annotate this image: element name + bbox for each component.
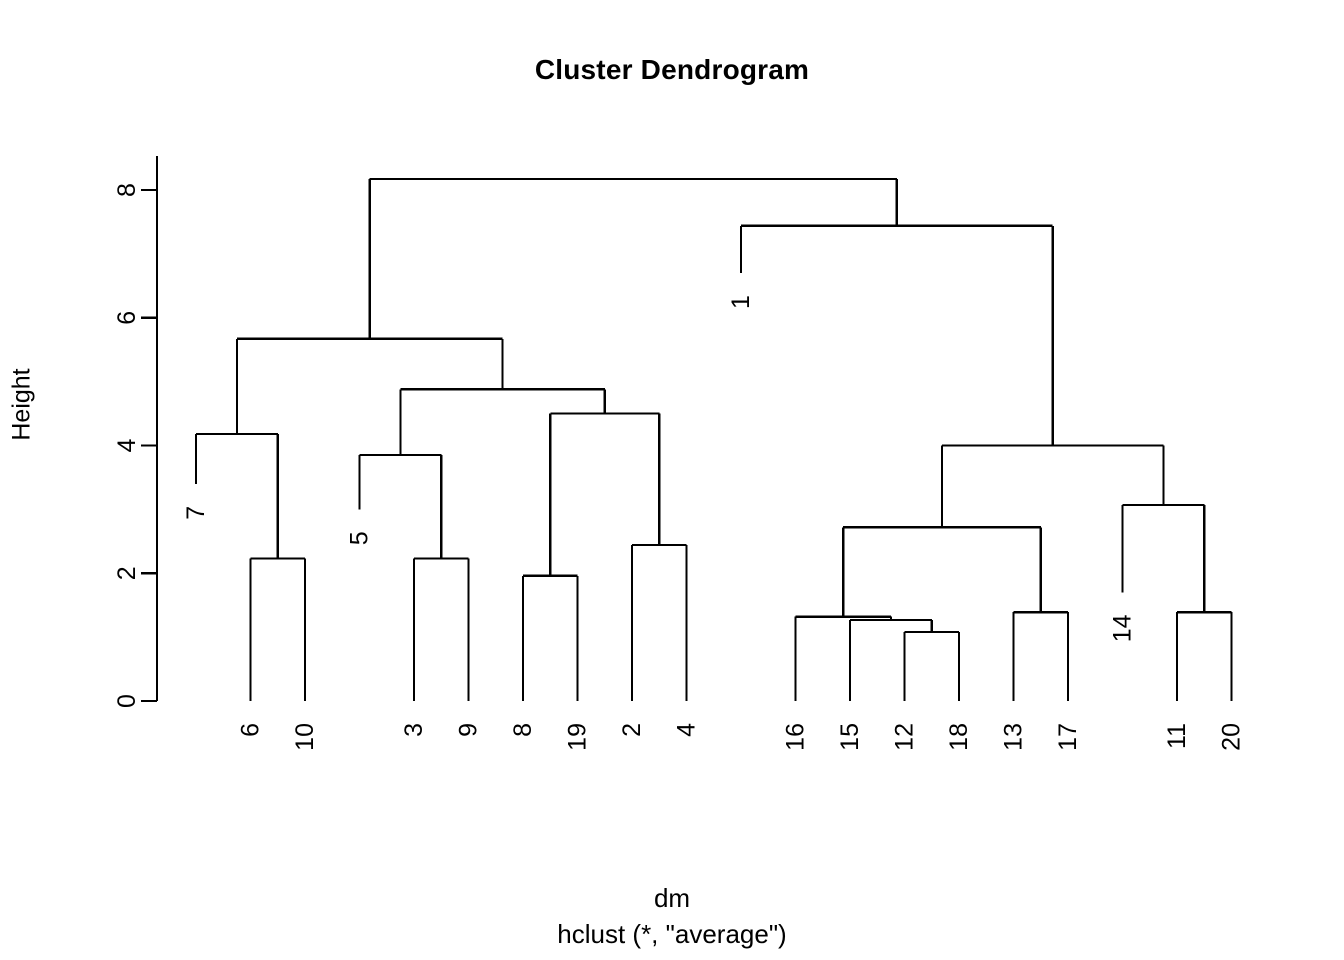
- leaf-label-7: 7: [182, 506, 210, 520]
- y-axis-tick-label: 8: [113, 183, 141, 197]
- y-axis-tick-label: 4: [113, 438, 141, 452]
- x-caption-line-1: dm: [653, 883, 691, 913]
- leaf-label-14: 14: [1109, 614, 1137, 642]
- y-axis: 0 2 4 6 8: [113, 156, 159, 708]
- leaf-label-20: 20: [1218, 723, 1246, 751]
- y-axis-tick-label: 2: [113, 566, 141, 580]
- leaf-label-2: 2: [618, 723, 646, 737]
- leaf-labels: 7 6 10 5 3 9 8 19 2 4 1 16 15 12 18 13 17 14 11 20: [182, 295, 1246, 751]
- leaf-label-11: 11: [1163, 723, 1191, 749]
- leaf-label-9: 9: [455, 723, 483, 737]
- y-axis-tick-label: 6: [113, 311, 141, 325]
- leaf-label-10: 10: [291, 723, 319, 751]
- x-caption-line-2: hclust (*, "average"): [557, 919, 787, 949]
- x-axis-caption: dm hclust (*, "average"): [0, 880, 1344, 952]
- leaf-label-6: 6: [237, 723, 265, 737]
- leaf-label-16: 16: [782, 723, 810, 751]
- dendrogram-tree: [194, 178, 1233, 701]
- leaf-label-17: 17: [1054, 723, 1082, 751]
- leaf-label-18: 18: [945, 723, 973, 751]
- leaf-label-19: 19: [564, 723, 592, 751]
- leaf-label-13: 13: [1000, 723, 1028, 751]
- leaf-label-8: 8: [509, 723, 537, 737]
- leaf-label-3: 3: [400, 723, 428, 737]
- y-axis-tick-label: 0: [113, 694, 141, 708]
- leaf-label-15: 15: [836, 723, 864, 751]
- leaf-label-5: 5: [346, 531, 374, 545]
- page-title: Cluster Dendrogram: [534, 54, 810, 85]
- leaf-label-12: 12: [891, 723, 919, 751]
- leaf-label-1: 1: [727, 295, 755, 309]
- leaf-label-4: 4: [673, 723, 701, 737]
